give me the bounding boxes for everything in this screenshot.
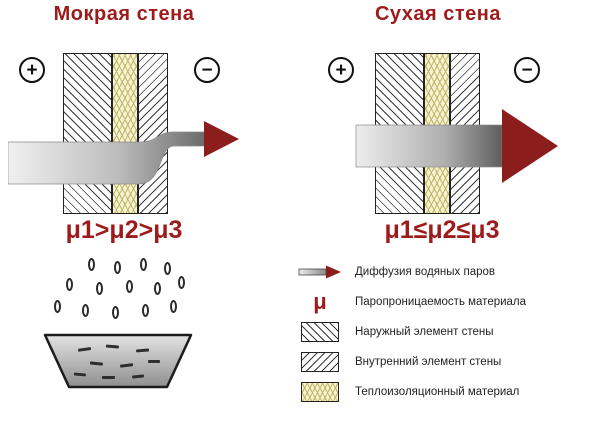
outer-wall-hatch-icon [297, 322, 343, 342]
dry-wall-title: Сухая стена [374, 3, 502, 25]
wet-formula: μ1>μ2>μ3 [65, 216, 183, 244]
insulation-layer [112, 53, 138, 214]
arrow-head [204, 121, 239, 157]
arrow-body [355, 124, 503, 168]
insulation-hatch-icon [297, 382, 343, 402]
plus-glyph: + [335, 59, 347, 81]
wet-wall-section [63, 53, 168, 214]
raindrop [82, 304, 89, 317]
raindrop [112, 306, 119, 319]
arrow-body [8, 131, 207, 185]
vapor-arrow-tapering [8, 121, 239, 185]
mu-glyph: μ [313, 289, 327, 314]
raindrop [54, 300, 61, 313]
inner-wall-hatch-icon [297, 352, 343, 372]
raindrop [114, 261, 121, 274]
raindrop [88, 258, 95, 271]
raindrop [142, 304, 149, 317]
plus-glyph: + [26, 59, 38, 81]
dry-formula: μ1≤μ2≤μ3 [384, 216, 500, 244]
legend-row-inner-wall: Внутренний элемент стены [297, 347, 595, 377]
tray-outline [43, 333, 193, 389]
raindrop [126, 280, 133, 293]
inner-wall-layer [138, 53, 168, 214]
mu-symbol-icon: μ [297, 291, 343, 313]
arrow-head [502, 109, 558, 183]
legend: Диффузия водяных паров μ Паропроницаемос… [297, 257, 595, 407]
minus-glyph: − [201, 59, 213, 81]
minus-sign-left: − [194, 57, 220, 83]
legend-row-outer-wall: Наружный элемент стены [297, 317, 595, 347]
raindrop [178, 276, 185, 289]
raindrop [66, 278, 73, 291]
minus-sign-right: − [514, 57, 540, 83]
legend-row-permeability: μ Паропроницаемость материала [297, 287, 595, 317]
legend-label: Теплоизоляционный материал [355, 386, 520, 398]
legend-label: Наружный элемент стены [355, 326, 494, 338]
raindrop [140, 258, 147, 271]
raindrop [170, 300, 177, 313]
water-dashes [73, 344, 160, 379]
plus-sign-right: + [328, 57, 354, 83]
insulation-swatch [301, 382, 339, 402]
raindrop [164, 262, 171, 275]
legend-label: Паропроницаемость материала [355, 296, 527, 308]
legend-row-diffusion: Диффузия водяных паров [297, 257, 595, 287]
outer-wall-swatch [301, 322, 339, 342]
inner-wall-swatch [301, 352, 339, 372]
wet-wall-title: Мокрая стена [53, 3, 195, 25]
legend-label: Диффузия водяных паров [355, 266, 496, 278]
rain-drops [48, 258, 193, 322]
minus-glyph: − [521, 59, 533, 81]
legend-row-insulation: Теплоизоляционный материал [297, 377, 595, 407]
raindrop [154, 282, 161, 295]
diffusion-arrow-icon [297, 265, 343, 279]
vapor-arrow-full [355, 109, 558, 183]
outer-wall-layer [63, 53, 112, 214]
raindrop [96, 282, 103, 295]
plus-sign-left: + [19, 57, 45, 83]
water-tray [43, 333, 193, 389]
legend-label: Внутренний элемент стены [355, 356, 502, 368]
